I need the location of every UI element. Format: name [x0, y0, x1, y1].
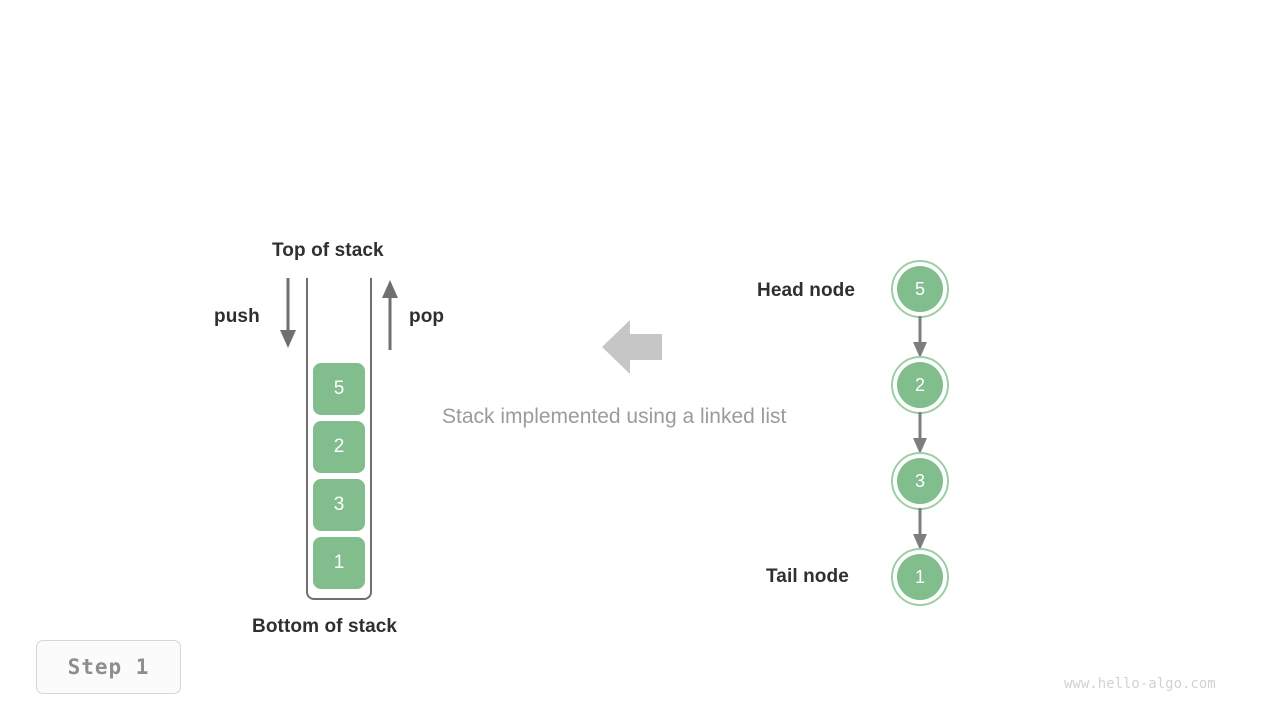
pop-arrow-up-icon — [382, 280, 398, 350]
pop-label: pop — [409, 306, 445, 327]
flow-caption: Stack implemented using a linked list — [442, 405, 787, 428]
watermark: www.hello-algo.com — [1064, 676, 1216, 692]
stack-container — [306, 278, 372, 600]
push-arrow-down-icon — [280, 278, 296, 348]
node-value: 3 — [897, 458, 943, 504]
left-block-arrow-icon — [602, 320, 662, 374]
link-arrow-down-icon — [913, 316, 927, 358]
step-badge: Step 1 — [36, 640, 181, 694]
link-arrow-down-icon — [913, 412, 927, 454]
link-arrow-down-icon — [913, 508, 927, 550]
linked-list-node: 2 — [891, 356, 949, 414]
linked-list-node: 5 — [891, 260, 949, 318]
stack-item-list: 5 2 3 1 — [313, 363, 365, 589]
node-value: 5 — [897, 266, 943, 312]
linked-list-node: 1 — [891, 548, 949, 606]
stack-item: 1 — [313, 537, 365, 589]
stack-item: 5 — [313, 363, 365, 415]
tail-node-label: Tail node — [766, 566, 849, 587]
bottom-of-stack-label: Bottom of stack — [252, 616, 398, 637]
head-node-label: Head node — [757, 280, 856, 301]
node-value: 1 — [897, 554, 943, 600]
stack-item: 3 — [313, 479, 365, 531]
top-of-stack-label: Top of stack — [272, 240, 384, 261]
push-label: push — [214, 306, 260, 327]
linked-list-node: 3 — [891, 452, 949, 510]
stack-item: 2 — [313, 421, 365, 473]
node-value: 2 — [897, 362, 943, 408]
